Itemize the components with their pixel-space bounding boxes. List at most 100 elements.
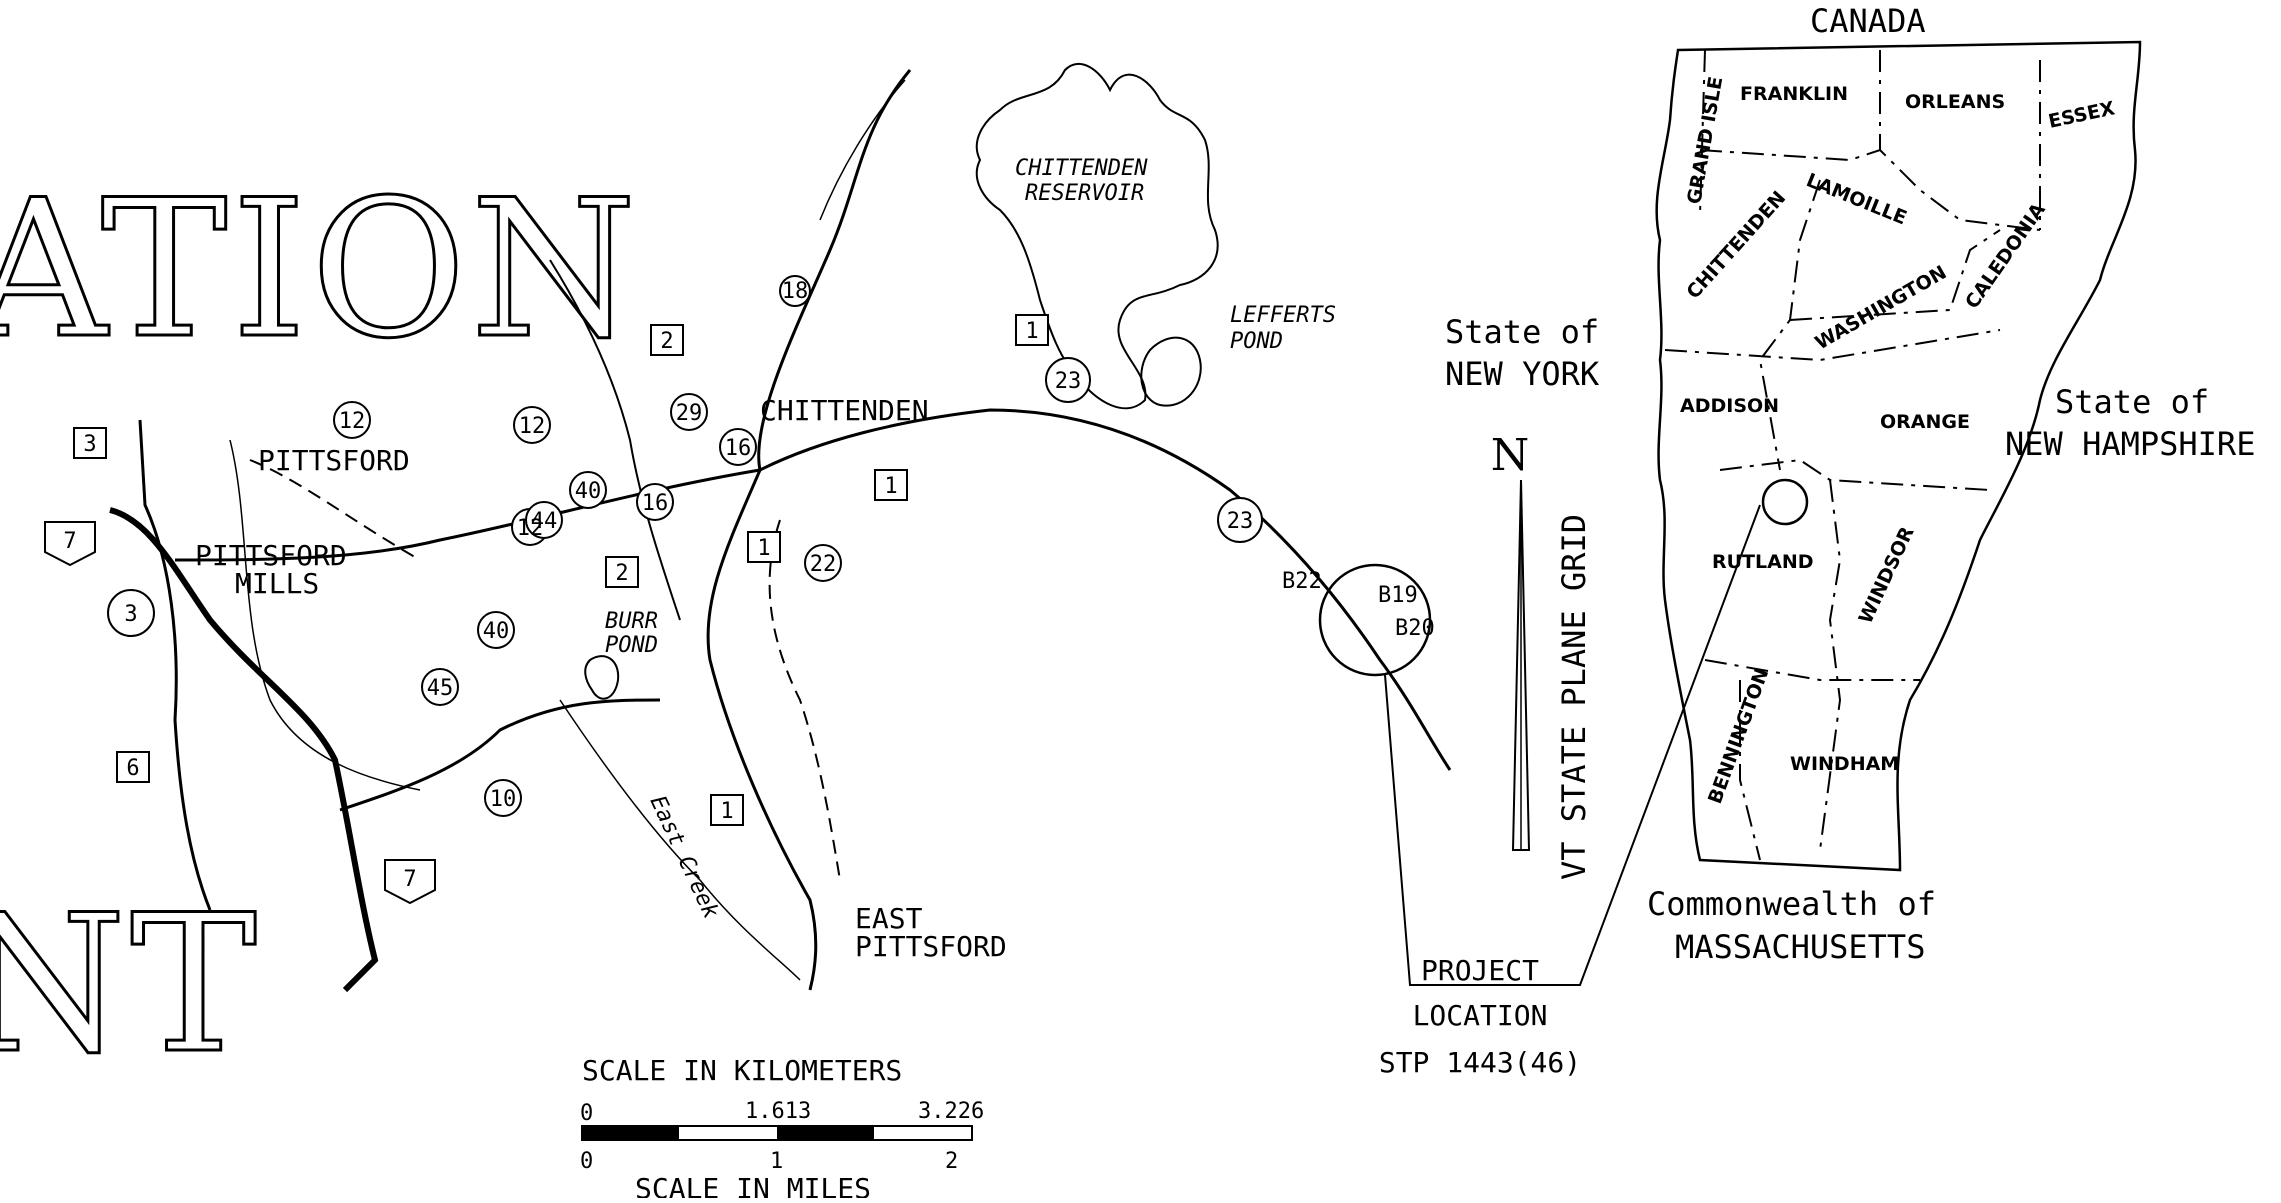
route-numbers: 3 6 2 2 1 1 1 1 3 12 12 12 40 44 40 45 1… [63,279,1253,892]
svg-text:FRANKLIN: FRANKLIN [1740,83,1848,105]
svg-text:CHITTENDEN: CHITTENDEN [760,394,929,427]
svg-text:POND: POND [1230,329,1283,354]
svg-text:3: 3 [124,602,137,627]
svg-text:EAST: EAST [855,902,923,935]
svg-text:PITTSFORD: PITTSFORD [855,930,1007,963]
svg-text:N: N [1491,430,1530,481]
svg-text:VT STATE PLANE GRID: VT STATE PLANE GRID [1555,514,1593,880]
svg-text:16: 16 [725,436,752,461]
svg-text:16: 16 [642,491,669,516]
svg-text:2: 2 [945,1149,958,1174]
stream-north [819,79,906,221]
lefferts-pond-outline [1140,336,1202,407]
svg-text:WASHINGTON: WASHINGTON [1812,261,1951,354]
svg-text:1: 1 [1025,319,1038,344]
svg-text:0: 0 [580,1101,593,1126]
svg-text:1: 1 [884,474,897,499]
svg-text:State of: State of [2055,383,2209,421]
east-creek-stream [559,699,801,981]
route-16 [757,69,912,471]
svg-text:1: 1 [720,799,733,824]
north-arrow: N VT STATE PLANE GRID [1491,430,1593,880]
svg-text:1: 1 [757,536,770,561]
scale-bar: SCALE IN KILOMETERS 0 1.613 3.226 0 1 2 … [580,1054,984,1203]
route-2 [549,259,681,621]
svg-text:29: 29 [676,401,703,426]
svg-text:WINDHAM: WINDHAM [1790,753,1899,775]
svg-text:1: 1 [770,1149,783,1174]
svg-text:ADDISON: ADDISON [1680,395,1779,417]
svg-text:B20: B20 [1395,616,1435,641]
svg-text:12: 12 [517,516,544,541]
svg-text:B19: B19 [1378,583,1418,608]
svg-text:ORLEANS: ORLEANS [1905,91,2005,113]
stream-west [229,439,421,791]
svg-text:LAMOILLE: LAMOILLE [1803,169,1910,229]
svg-text:State of: State of [1445,313,1599,351]
svg-text:0: 0 [580,1149,593,1174]
svg-text:SCALE IN KILOMETERS: SCALE IN KILOMETERS [582,1054,902,1087]
svg-text:BENNINGTON: BENNINGTON [1704,665,1773,806]
svg-text:23: 23 [1227,509,1254,534]
route-1 [706,469,818,991]
project-location-marker [1761,478,1809,526]
svg-text:CANADA: CANADA [1810,2,1926,40]
svg-text:40: 40 [483,619,510,644]
svg-text:LEFFERTS: LEFFERTS [1230,303,1336,328]
svg-text:PITTSFORD: PITTSFORD [258,444,410,477]
svg-text:STP 1443(46): STP 1443(46) [1379,1046,1581,1079]
us7-highway [109,507,379,993]
road-east-creek [768,519,841,881]
svg-text:12: 12 [339,409,366,434]
burr-pond-outline [584,655,620,700]
svg-text:CHITTENDEN: CHITTENDEN [1015,156,1148,181]
vermont-state-map [1655,40,2142,872]
svg-text:B22: B22 [1282,569,1322,594]
road-pittsford-12 [249,459,421,561]
svg-text:NEW HAMPSHIRE: NEW HAMPSHIRE [2005,425,2255,463]
svg-text:RESERVOIR: RESERVOIR [1025,181,1144,206]
svg-text:SCALE IN MILES: SCALE IN MILES [635,1172,871,1198]
svg-text:18: 18 [782,279,809,304]
svg-text:6: 6 [126,756,139,781]
svg-text:ORANGE: ORANGE [1880,411,1970,433]
route-3 [138,419,212,911]
svg-text:23: 23 [1055,369,1082,394]
svg-text:GRAND ISLE: GRAND ISLE [1683,75,1727,206]
county-boundaries [1664,49,2041,861]
svg-text:MILLS: MILLS [235,567,319,600]
title-fragment-bottom: NT [0,874,261,1095]
svg-text:PROJECT: PROJECT [1421,954,1539,987]
svg-text:7: 7 [63,529,76,554]
vicinity-map [109,63,1761,993]
route-shields [44,275,1263,905]
svg-text:10: 10 [490,787,517,812]
svg-text:2: 2 [660,329,673,354]
title-fragment-top: ATION [0,159,641,380]
svg-text:MASSACHUSETTS: MASSACHUSETTS [1675,928,1925,966]
svg-text:LOCATION: LOCATION [1413,999,1548,1032]
svg-text:3.226: 3.226 [918,1099,984,1124]
svg-text:ESSEX: ESSEX [2046,97,2117,133]
svg-text:NEW YORK: NEW YORK [1445,355,1600,393]
svg-text:3: 3 [83,432,96,457]
route-10 [339,698,661,812]
svg-text:40: 40 [575,479,602,504]
svg-text:12: 12 [519,414,546,439]
svg-text:POND: POND [605,633,658,658]
svg-text:1.613: 1.613 [745,1099,811,1124]
state-outline [1655,40,2142,872]
project-leader-line [1384,504,1761,986]
svg-text:RUTLAND: RUTLAND [1712,551,1814,573]
svg-text:Commonwealth of: Commonwealth of [1647,885,1936,923]
chittenden-reservoir-outline [975,63,1219,410]
svg-text:7: 7 [403,867,416,892]
svg-text:2: 2 [615,561,628,586]
route-23 [759,408,1452,771]
neighbor-labels: CANADA State of NEW YORK State of NEW HA… [1445,2,2255,966]
svg-text:WINDSOR: WINDSOR [1855,523,1919,627]
svg-text:44: 44 [531,509,558,534]
svg-text:PITTSFORD: PITTSFORD [195,539,347,572]
